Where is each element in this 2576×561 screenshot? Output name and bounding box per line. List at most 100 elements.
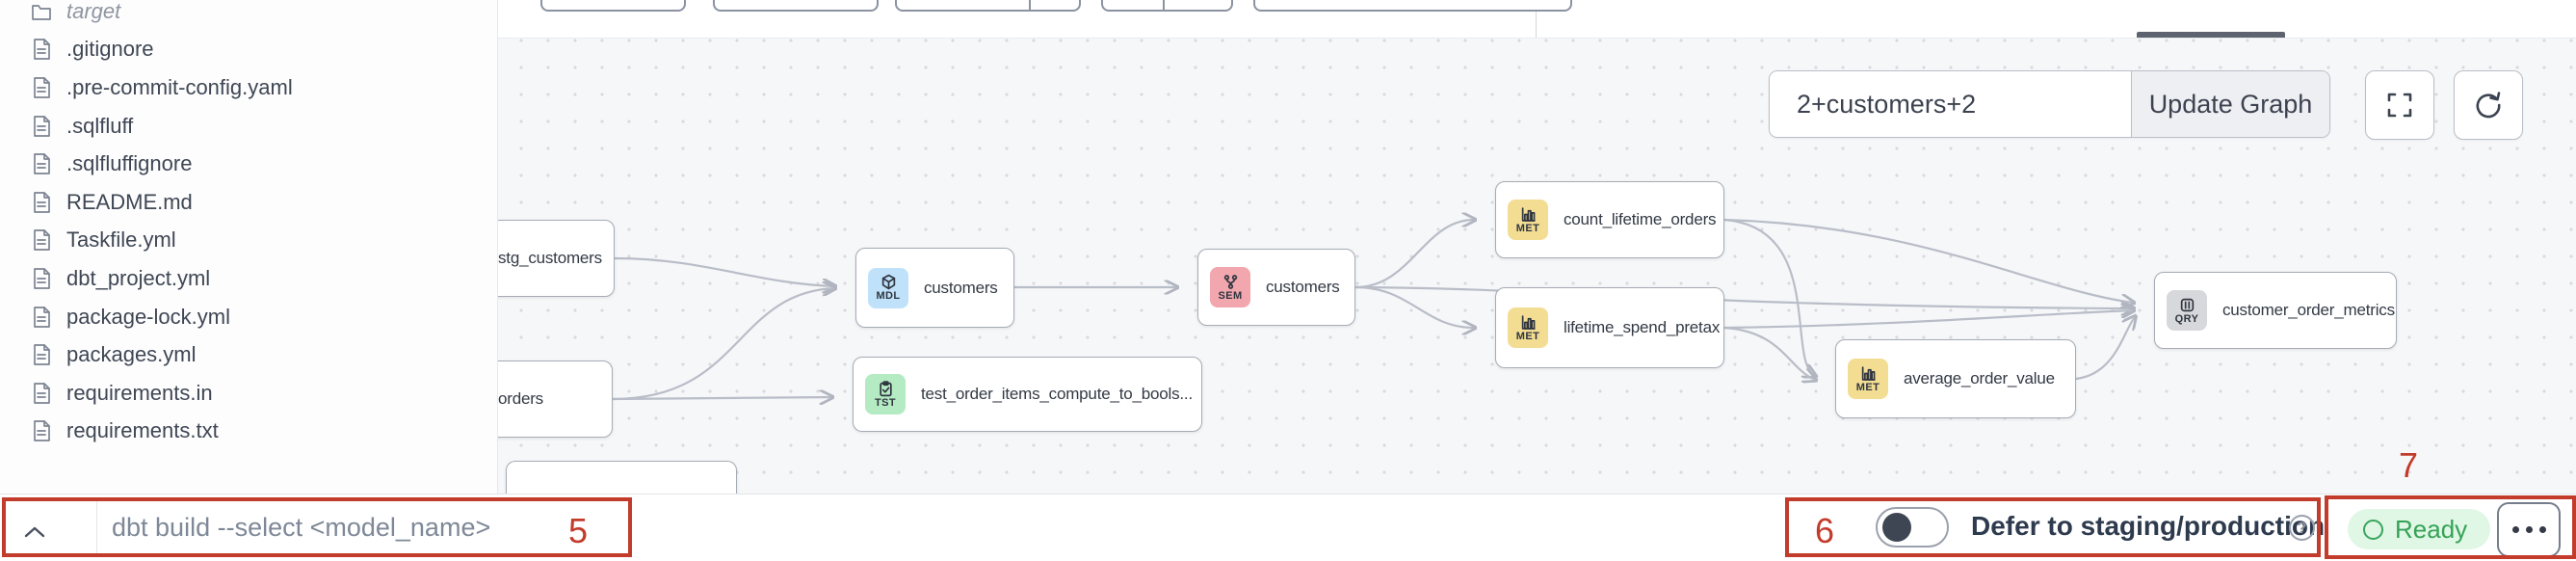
update-graph-button[interactable]: Update Graph	[2131, 71, 2329, 137]
annotation-box-6	[1785, 497, 2321, 557]
model-icon	[881, 274, 895, 290]
defer-toggle[interactable]	[1876, 507, 1949, 548]
status-badge: Ready	[2348, 509, 2491, 549]
file-tree-item--gitignore[interactable]: .gitignore	[0, 31, 497, 69]
file-tree-item-requirements-txt[interactable]: requirements.txt	[0, 413, 497, 451]
node-label: stg_customers	[498, 249, 602, 267]
chevron-up-icon	[24, 526, 45, 538]
annotation-box-7	[2325, 495, 2576, 559]
metric-icon	[1861, 365, 1876, 381]
active-tab-indicator	[2137, 32, 2285, 38]
file-name: requirements.in	[66, 380, 213, 405]
folder-icon	[32, 4, 51, 20]
file-name: packages.yml	[66, 342, 197, 367]
ellipsis-icon	[2511, 526, 2519, 533]
toolbar-button-partial-3[interactable]	[895, 0, 1081, 12]
semantic-model-icon	[1223, 274, 1237, 289]
refresh-button[interactable]	[2454, 70, 2523, 140]
node-type-badge: MET	[1855, 381, 1880, 393]
file-name: README.md	[66, 189, 193, 214]
file-tree-item-dbt-project-yml[interactable]: dbt_project.yml	[0, 259, 497, 298]
graph-node-partial-node[interactable]	[506, 461, 737, 494]
metric-icon	[1521, 314, 1536, 330]
pane-divider	[1536, 0, 1537, 38]
node-label: count_lifetime_orders	[1564, 210, 1717, 228]
node-label: lifetime_spend_pretax	[1564, 318, 1721, 336]
file-tree-item--pre-commit-config-yaml[interactable]: .pre-commit-config.yaml	[0, 68, 497, 107]
collapse-panel-button[interactable]	[13, 511, 56, 553]
status-label: Ready	[2395, 514, 2468, 544]
file-tree-item-taskfile-yml[interactable]: Taskfile.yml	[0, 222, 497, 260]
graph-node-stg_customers[interactable]: MDLstg_customers	[498, 220, 615, 297]
help-circle-icon[interactable]: ?	[2289, 515, 2315, 541]
query-icon	[2180, 298, 2194, 311]
file-icon	[34, 153, 50, 175]
file-tree-item-packages-yml[interactable]: packages.yml	[0, 335, 497, 374]
fullscreen-icon	[2387, 93, 2412, 118]
node-type-badge: MET	[1515, 222, 1540, 234]
file-name: package-lock.yml	[66, 304, 230, 329]
file-name: dbt_project.yml	[66, 265, 211, 290]
file-tree-item--sqlfluffignore[interactable]: .sqlfluffignore	[0, 145, 497, 183]
dbt-command-input[interactable]	[112, 505, 545, 549]
file-icon	[34, 77, 50, 98]
node-label: test_order_items_compute_to_bools...	[921, 385, 1193, 403]
lineage-selector-input[interactable]	[1770, 71, 2131, 137]
graph-node-count_lifetime_orders[interactable]: MET count_lifetime_orders	[1495, 181, 1724, 258]
graph-node-test-order-items[interactable]: TST test_order_items_compute_to_bools...	[853, 357, 1202, 432]
graph-selector-group: Update Graph	[1769, 70, 2330, 138]
file-name: .sqlfluffignore	[66, 151, 193, 176]
node-label: orders	[498, 389, 543, 408]
graph-node-customer_order_metrics[interactable]: QRY customer_order_metrics	[2154, 272, 2397, 349]
node-label: customer_order_metrics	[2222, 301, 2395, 319]
top-toolbar	[498, 0, 2576, 39]
annotation-number-6: 6	[1815, 511, 1835, 550]
file-icon	[34, 115, 50, 137]
file-icon	[34, 306, 50, 328]
file-tree-item-readme-md[interactable]: README.md	[0, 183, 497, 222]
toolbar-button-partial-4[interactable]	[1101, 0, 1233, 12]
file-tree-item--sqlfluff[interactable]: .sqlfluff	[0, 107, 497, 146]
annotation-box-5	[2, 497, 632, 557]
file-tree-sidebar: target .gitignore .pre-commit-config.yam…	[0, 0, 498, 494]
file-icon	[34, 268, 50, 289]
node-label: customers	[1266, 278, 1340, 296]
annotation-number-7: 7	[2399, 445, 2419, 485]
file-tree-item-package-lock-yml[interactable]: package-lock.yml	[0, 298, 497, 336]
file-tree-item-target[interactable]: target	[0, 0, 497, 31]
annotation-number-5: 5	[568, 511, 589, 550]
node-type-badge: QRY	[2174, 312, 2199, 325]
node-label: average_order_value	[1904, 369, 2055, 387]
refresh-icon	[2476, 92, 2501, 119]
node-type-badge: TST	[875, 396, 896, 409]
graph-node-average_order_value[interactable]: MET average_order_value	[1835, 339, 2076, 418]
toolbar-button-partial-1[interactable]	[540, 0, 686, 12]
file-icon	[34, 382, 50, 404]
file-icon	[34, 344, 50, 365]
graph-node-lifetime_spend_pretax[interactable]: MET lifetime_spend_pretax	[1495, 287, 1724, 368]
defer-label: Defer to staging/production	[1971, 511, 2326, 541]
file-tree-item-requirements-in[interactable]: requirements.in	[0, 374, 497, 413]
file-name: .gitignore	[66, 37, 154, 62]
node-type-badge: MET	[1515, 330, 1540, 342]
file-name: Taskfile.yml	[66, 227, 176, 253]
file-list: target .gitignore .pre-commit-config.yam…	[0, 0, 497, 450]
test-icon	[879, 380, 892, 396]
toolbar-button-partial-5[interactable]	[1253, 0, 1572, 12]
file-name: .sqlfluff	[66, 113, 134, 138]
file-icon	[34, 420, 50, 442]
toggle-knob	[1882, 513, 1911, 542]
file-icon	[34, 39, 50, 61]
node-label: customers	[924, 278, 998, 297]
file-icon	[34, 229, 50, 252]
toolbar-button-partial-2[interactable]	[713, 0, 879, 12]
file-name: .pre-commit-config.yaml	[66, 74, 293, 99]
fullscreen-button[interactable]	[2365, 70, 2434, 140]
file-name: target	[66, 0, 121, 23]
metric-icon	[1521, 206, 1536, 222]
graph-node-orders[interactable]: MDLorders	[498, 361, 613, 438]
overflow-menu-button[interactable]	[2497, 502, 2561, 557]
